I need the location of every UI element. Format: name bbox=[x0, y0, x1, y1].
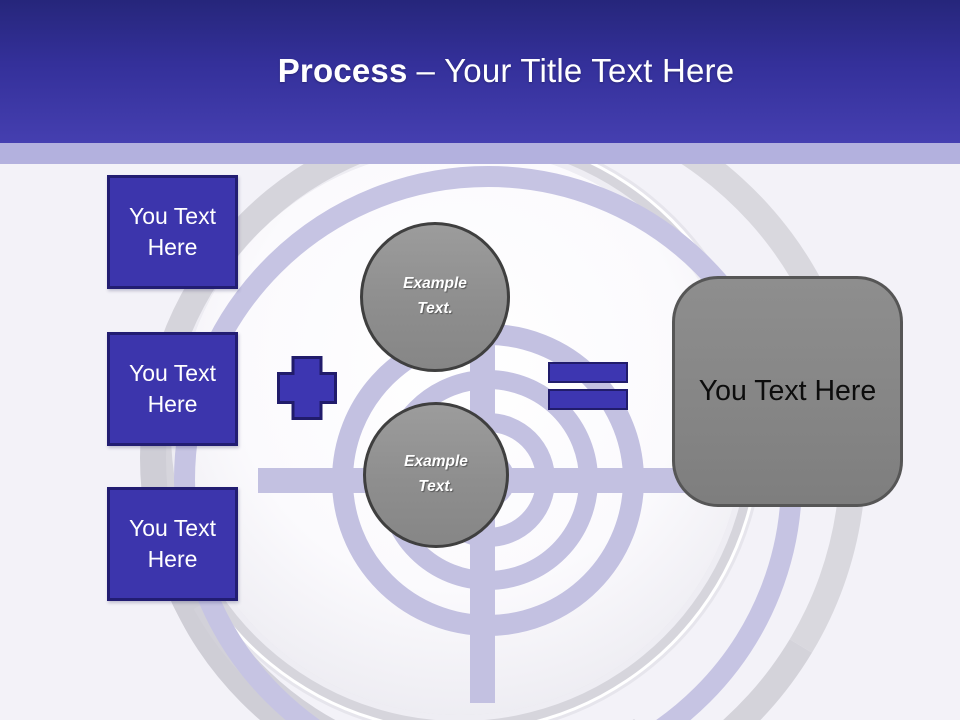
equals-bar bbox=[548, 362, 628, 383]
header-accent-band bbox=[0, 143, 960, 164]
result-box[interactable]: You Text Here bbox=[672, 276, 903, 507]
placeholder-label: You Text Here bbox=[129, 514, 216, 572]
title-emphasis: Process bbox=[277, 52, 408, 89]
equals-bar bbox=[548, 389, 628, 410]
plus-icon bbox=[277, 356, 337, 420]
slide-title[interactable]: Process – Your Title Text Here bbox=[0, 52, 960, 90]
example-circle-1[interactable]: Example Text. bbox=[360, 222, 510, 372]
example-circle-2[interactable]: Example Text. bbox=[363, 402, 509, 548]
result-label: You Text Here bbox=[698, 375, 877, 407]
title-text: Your Title Text Here bbox=[444, 52, 735, 89]
example-circle-label: Example Text. bbox=[403, 275, 467, 317]
title-separator: – bbox=[416, 52, 436, 89]
example-circle-label: Example Text. bbox=[404, 453, 468, 495]
text-placeholder-box-3[interactable]: You Text Here bbox=[107, 487, 238, 601]
text-placeholder-box-1[interactable]: You Text Here bbox=[107, 175, 238, 289]
equals-icon bbox=[548, 362, 628, 416]
text-placeholder-box-2[interactable]: You Text Here bbox=[107, 332, 238, 446]
placeholder-label: You Text Here bbox=[129, 202, 216, 260]
slide-header: Process – Your Title Text Here bbox=[0, 0, 960, 143]
placeholder-label: You Text Here bbox=[129, 359, 216, 417]
